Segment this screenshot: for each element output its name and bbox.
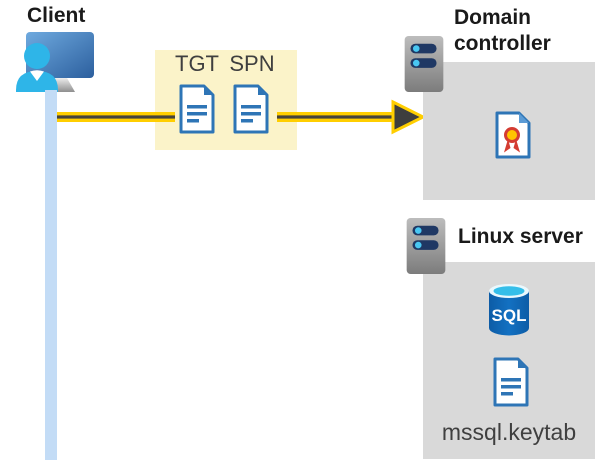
client-timeline-bar xyxy=(45,90,57,460)
user-body xyxy=(16,71,58,92)
spn-document-icon xyxy=(233,84,269,134)
spn-label: SPN xyxy=(229,51,275,76)
certificate-icon xyxy=(495,111,531,159)
tgt-document-icon xyxy=(179,84,215,134)
keytab-label: mssql.keytab xyxy=(441,419,577,445)
sql-badge-text: SQL xyxy=(492,306,527,325)
tgt-label: TGT xyxy=(175,51,219,76)
user-collar xyxy=(30,70,44,81)
client-title: Client xyxy=(27,4,86,27)
sql-database-icon: SQL xyxy=(489,284,529,336)
user-head xyxy=(24,43,50,69)
arrowhead xyxy=(391,99,427,135)
linux-server-icon xyxy=(406,217,446,275)
ticket-box xyxy=(155,50,297,150)
user-monitor-icon xyxy=(16,32,94,92)
keytab-document-icon xyxy=(493,357,529,407)
linux-server-title: Linux server xyxy=(458,225,583,248)
domain-controller-title: Domain controller xyxy=(454,6,551,55)
domain-controller-server-icon xyxy=(404,35,444,93)
